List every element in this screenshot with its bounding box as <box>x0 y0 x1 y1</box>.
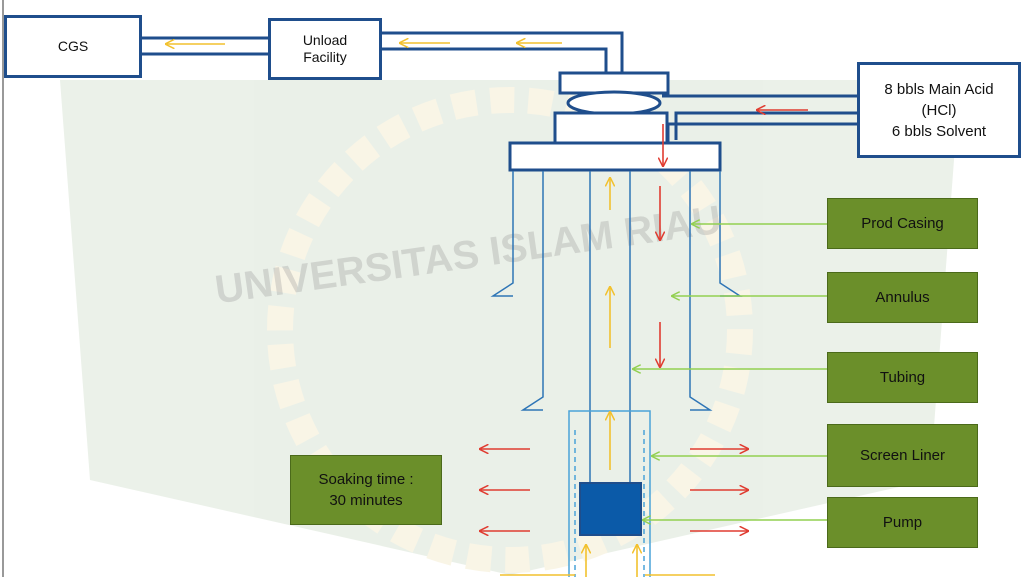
label-prod-casing: Prod Casing <box>827 198 978 249</box>
label-pointers <box>633 224 828 520</box>
wellhead <box>508 71 722 172</box>
acid-label-line3: 6 bbls Solvent <box>891 122 987 140</box>
screen-liner <box>568 410 651 577</box>
unload-label-line2: Facility <box>303 49 347 65</box>
label-pump: Pump <box>827 497 978 548</box>
return-flow-arrows <box>166 43 715 577</box>
unload-facility-box: Unload Facility <box>268 18 382 80</box>
label-tubing: Tubing <box>827 352 978 403</box>
pump-body <box>579 482 642 536</box>
label-prod-casing-text: Prod Casing <box>861 215 944 232</box>
label-screen-liner-text: Screen Liner <box>859 447 946 464</box>
cgs-label: CGS <box>57 38 89 54</box>
watermark-emblem <box>60 80 960 575</box>
label-tubing-text: Tubing <box>879 369 926 386</box>
soaking-line1: Soaking time : <box>318 471 414 488</box>
tubing <box>589 171 631 485</box>
soaking-time-box: Soaking time : 30 minutes <box>290 455 442 525</box>
acid-solvent-box: 8 bbls Main Acid (HCl) 6 bbls Solvent <box>857 62 1021 158</box>
soaking-line2: 30 minutes <box>329 492 403 509</box>
label-annulus: Annulus <box>827 272 978 323</box>
acid-label-line2: (HCl) <box>921 101 957 119</box>
acid-label-line1: 8 bbls Main Acid <box>884 80 994 98</box>
label-pump-text: Pump <box>882 514 923 531</box>
label-annulus-text: Annulus <box>875 289 930 306</box>
unload-label-line1: Unload <box>302 32 348 48</box>
cgs-box: CGS <box>4 15 142 78</box>
label-screen-liner: Screen Liner <box>827 424 978 487</box>
injection-flow-arrows <box>480 110 808 531</box>
